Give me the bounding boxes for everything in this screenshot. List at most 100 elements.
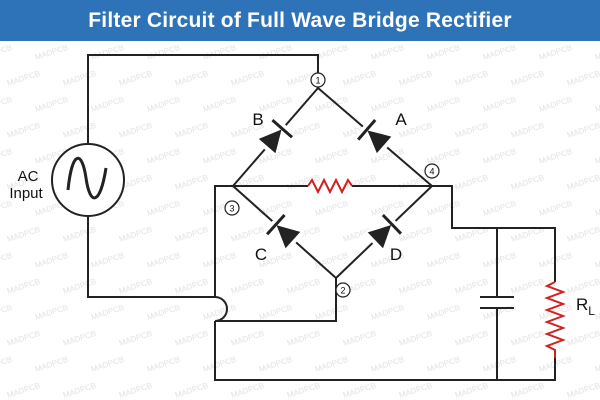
- watermark-text: MADPCB: [202, 95, 237, 114]
- diode-d: [364, 212, 404, 252]
- watermark-text: MADPCB: [398, 69, 433, 88]
- watermark-text: MADPCB: [62, 225, 97, 244]
- watermark-text: MADPCB: [286, 381, 321, 400]
- ac-label-line2: Input: [9, 185, 43, 202]
- watermark-text: MADPCB: [594, 95, 600, 114]
- watermark-text: MADPCB: [342, 381, 377, 400]
- watermark-text: MADPCB: [146, 303, 181, 322]
- watermark-text: MADPCB: [118, 329, 153, 348]
- wire-ac-bottom: [87, 216, 215, 298]
- watermark-text: MADPCB: [258, 199, 293, 218]
- watermark-text: MADPCB: [146, 147, 181, 166]
- svg-text:3: 3: [229, 204, 234, 214]
- diode-a-label: A: [395, 110, 407, 129]
- watermark-text: MADPCB: [398, 381, 433, 400]
- watermark-text: MADPCB: [426, 251, 461, 270]
- watermark-text: MADPCB: [342, 69, 377, 88]
- watermark-text: MADPCB: [370, 303, 405, 322]
- watermark-text: MADPCB: [90, 355, 125, 374]
- watermark-text: MADPCB: [146, 43, 181, 62]
- load-resistor-label: RL: [576, 295, 595, 318]
- watermark-text: MADPCB: [566, 173, 600, 192]
- watermark-text: MADPCB: [0, 355, 13, 374]
- watermark-text: MADPCB: [566, 121, 600, 140]
- wires: [87, 54, 556, 381]
- watermark-text: MADPCB: [6, 121, 41, 140]
- watermark-text: MADPCB: [566, 381, 600, 400]
- watermark-text: MADPCB: [34, 251, 69, 270]
- watermark-text: MADPCB: [0, 303, 13, 322]
- watermark-text: MADPCB: [566, 277, 600, 296]
- watermark-text: MADPCB: [454, 381, 489, 400]
- watermark-text: MADPCB: [230, 69, 265, 88]
- watermark-text: MADPCB: [594, 303, 600, 322]
- watermark-text: MADPCB: [258, 43, 293, 62]
- node-2: 2: [335, 282, 351, 298]
- watermark-text: MADPCB: [174, 173, 209, 192]
- watermark-text: MADPCB: [62, 277, 97, 296]
- wire-bottom-return: [214, 321, 556, 381]
- svg-text:2: 2: [340, 286, 345, 296]
- diode-d-label: D: [390, 245, 402, 264]
- watermark-text: MADPCB: [370, 43, 405, 62]
- watermark-text: MADPCB: [538, 95, 573, 114]
- watermark-text: MADPCB: [90, 95, 125, 114]
- watermark-text: MADPCB: [482, 355, 517, 374]
- sine-wave-icon: [66, 156, 108, 200]
- middle-resistor: [307, 177, 353, 195]
- watermark-text: MADPCB: [118, 69, 153, 88]
- watermark-text: MADPCB: [146, 355, 181, 374]
- watermark-text: MADPCB: [0, 43, 13, 62]
- watermark-text: MADPCB: [454, 329, 489, 348]
- filter-capacitor: [480, 296, 514, 309]
- watermark-text: MADPCB: [510, 69, 545, 88]
- watermark-text: MADPCB: [174, 277, 209, 296]
- diode-c: [264, 212, 304, 252]
- watermark-text: MADPCB: [398, 329, 433, 348]
- watermark-text: MADPCB: [454, 173, 489, 192]
- watermark-text: MADPCB: [454, 121, 489, 140]
- diode-b-label: B: [252, 110, 263, 129]
- watermark-text: MADPCB: [90, 251, 125, 270]
- watermark-text: MADPCB: [34, 303, 69, 322]
- watermark-text: MADPCB: [202, 147, 237, 166]
- watermark-text: MADPCB: [0, 95, 13, 114]
- wire-node4-right: [432, 185, 556, 282]
- diode-b: [255, 117, 295, 157]
- watermark-text: MADPCB: [426, 43, 461, 62]
- watermark-text: MADPCB: [482, 147, 517, 166]
- watermark-text: MADPCB: [0, 147, 13, 166]
- watermark-text: MADPCB: [174, 329, 209, 348]
- watermark-text: MADPCB: [594, 251, 600, 270]
- watermark-text: MADPCB: [286, 277, 321, 296]
- watermark-text: MADPCB: [258, 355, 293, 374]
- watermark-layer: MADPCB MADPCB MADPCB MADPCB MADPCB MADPCB MADP…: [0, 43, 600, 400]
- watermark-text: MADPCB: [202, 43, 237, 62]
- watermark-text: MADPCB: [510, 277, 545, 296]
- watermark-text: MADPCB: [90, 303, 125, 322]
- watermark-text: MADPCB: [370, 355, 405, 374]
- watermark-text: MADPCB: [230, 329, 265, 348]
- watermark-text: MADPCB: [594, 43, 600, 62]
- watermark-text: MADPCB: [258, 303, 293, 322]
- watermark-text: MADPCB: [426, 355, 461, 374]
- watermark-text: MADPCB: [538, 199, 573, 218]
- watermark-text: MADPCB: [510, 329, 545, 348]
- watermark-text: MADPCB: [482, 199, 517, 218]
- watermark-text: MADPCB: [6, 329, 41, 348]
- watermark-text: MADPCB: [566, 329, 600, 348]
- watermark-text: MADPCB: [398, 225, 433, 244]
- watermark-text: MADPCB: [398, 277, 433, 296]
- title-bar: Filter Circuit of Full Wave Bridge Recti…: [0, 0, 600, 41]
- watermark-text: MADPCB: [6, 381, 41, 400]
- watermark-text: MADPCB: [118, 381, 153, 400]
- watermark-text: MADPCB: [454, 69, 489, 88]
- watermark-text: MADPCB: [90, 43, 125, 62]
- watermark-text: MADPCB: [230, 225, 265, 244]
- watermark-text: MADPCB: [202, 251, 237, 270]
- watermark-text: MADPCB: [62, 121, 97, 140]
- load-resistor: [544, 281, 566, 358]
- watermark-text: MADPCB: [454, 277, 489, 296]
- watermark-text: MADPCB: [314, 199, 349, 218]
- watermark-text: MADPCB: [62, 329, 97, 348]
